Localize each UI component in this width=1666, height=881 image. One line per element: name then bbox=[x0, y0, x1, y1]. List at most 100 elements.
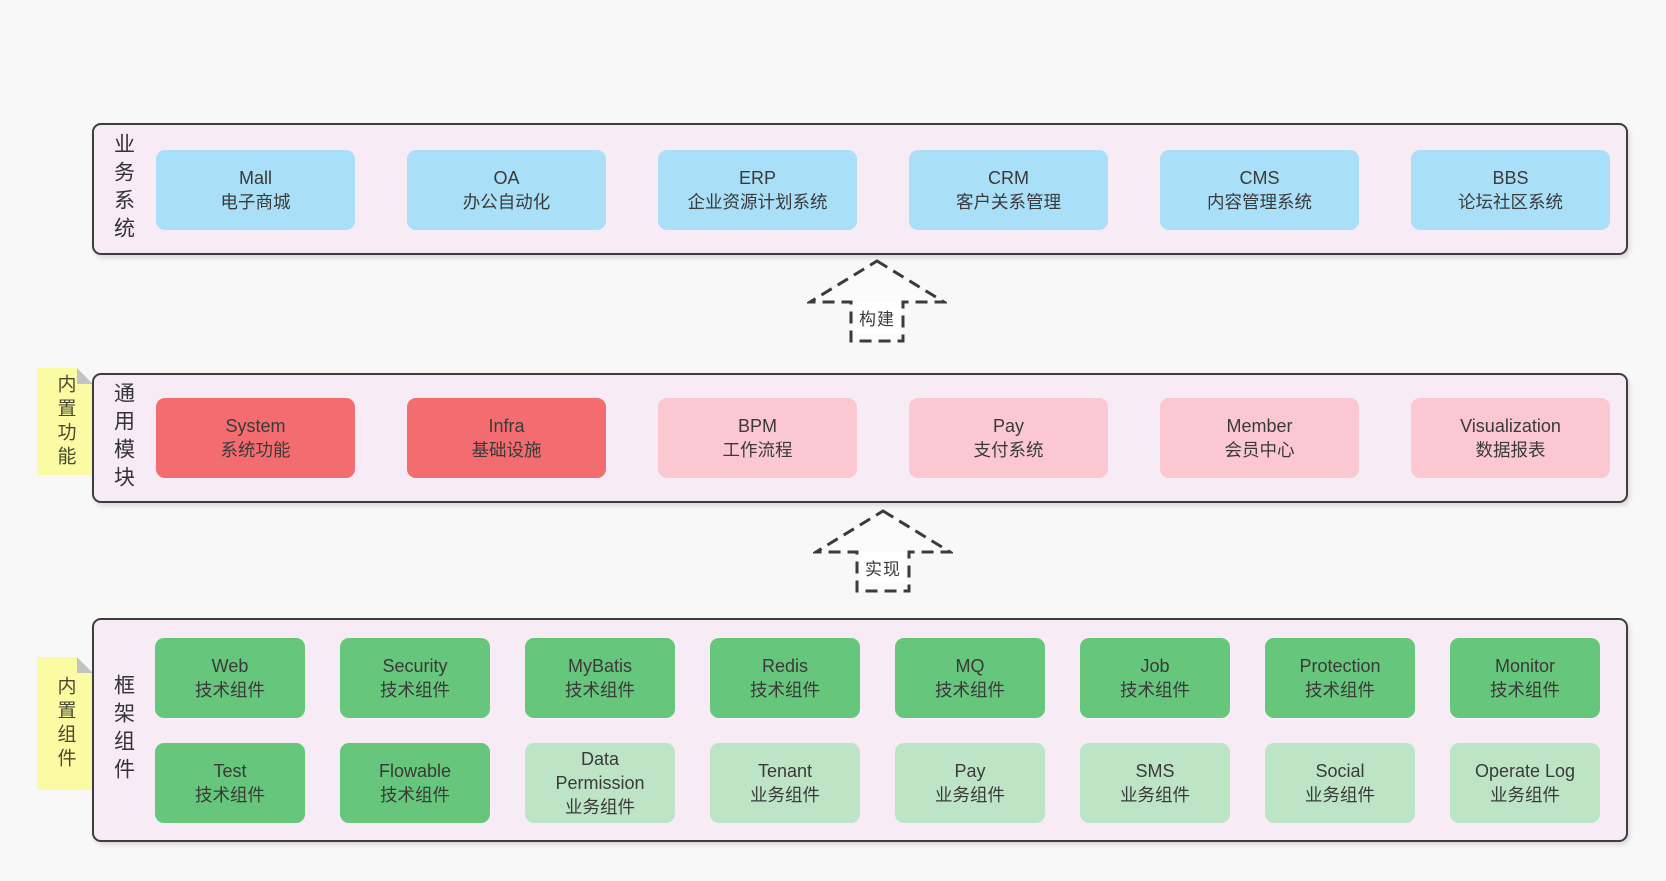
box-subtitle: 数据报表 bbox=[1475, 440, 1546, 460]
box-subtitle: 技术组件 bbox=[380, 785, 450, 805]
box-social: Social 业务组件 bbox=[1265, 743, 1415, 823]
folded-corner-icon bbox=[77, 657, 93, 673]
box-title: CRM bbox=[988, 168, 1029, 188]
sticky-tag-built-in-components: 内置组件 bbox=[37, 657, 93, 790]
box-sms: SMS 业务组件 bbox=[1080, 743, 1230, 823]
box-infra: Infra 基础设施 bbox=[407, 398, 606, 478]
box-protection: Protection 技术组件 bbox=[1265, 638, 1415, 718]
box-redis: Redis 技术组件 bbox=[710, 638, 860, 718]
box-title: Mall bbox=[238, 168, 272, 188]
box-job: Job 技术组件 bbox=[1080, 638, 1230, 718]
panel-title: 框架组件 bbox=[111, 674, 135, 786]
build-arrow: 构建 bbox=[807, 258, 947, 344]
box-title: Pay bbox=[992, 416, 1025, 436]
box-web: Web 技术组件 bbox=[155, 638, 305, 718]
box-tenant: Tenant 业务组件 bbox=[710, 743, 860, 823]
box-title: MQ bbox=[955, 656, 985, 676]
up-arrow-icon bbox=[813, 509, 953, 593]
box-title: SMS bbox=[1135, 761, 1175, 781]
box-subtitle: 业务组件 bbox=[1490, 785, 1560, 805]
box-subtitle: 电子商城 bbox=[220, 192, 291, 212]
box-subtitle: 技术组件 bbox=[1120, 680, 1190, 700]
box-subtitle: 技术组件 bbox=[935, 680, 1005, 700]
box-subtitle: 会员中心 bbox=[1224, 440, 1295, 460]
box-erp: ERP 企业资源计划系统 bbox=[658, 150, 857, 230]
sticky-tag-label: 内置功能 bbox=[54, 373, 76, 470]
box-oa: OA 办公自动化 bbox=[407, 150, 606, 230]
box-mq: MQ 技术组件 bbox=[895, 638, 1045, 718]
box-title: Tenant bbox=[757, 761, 813, 781]
box-subtitle: 业务组件 bbox=[565, 797, 635, 817]
box-subtitle: 技术组件 bbox=[750, 680, 820, 700]
arrow-label: 构建 bbox=[854, 302, 900, 333]
folded-corner-icon bbox=[77, 368, 93, 384]
box-title: Web bbox=[211, 656, 249, 676]
box-subtitle: 技术组件 bbox=[195, 785, 265, 805]
box-title: Operate Log bbox=[1474, 761, 1576, 781]
box-subtitle: 办公自动化 bbox=[462, 192, 551, 212]
box-subtitle: 业务组件 bbox=[1120, 785, 1190, 805]
panel-framework-components: 框架组件 Web 技术组件 Security 技术组件 MyBatis 技术组件… bbox=[92, 618, 1628, 842]
box-subtitle: 业务组件 bbox=[1305, 785, 1375, 805]
box-title: BBS bbox=[1492, 168, 1529, 188]
box-title: Social bbox=[1315, 761, 1365, 781]
box-mybatis: MyBatis 技术组件 bbox=[525, 638, 675, 718]
box-title: Job bbox=[1140, 656, 1170, 676]
box-title: Pay bbox=[954, 761, 986, 781]
box-title: ERP bbox=[738, 168, 776, 188]
box-title: Monitor bbox=[1494, 656, 1556, 676]
box-title: Infra bbox=[488, 416, 525, 436]
box-bbs: BBS 论坛社区系统 bbox=[1411, 150, 1610, 230]
box-bpm: BPM 工作流程 bbox=[658, 398, 857, 478]
sticky-tag-built-in-functions: 内置功能 bbox=[37, 368, 93, 475]
box-title: Member bbox=[1226, 416, 1293, 436]
panel-title: 通用模块 bbox=[111, 382, 135, 494]
box-subtitle: 技术组件 bbox=[195, 680, 265, 700]
box-subtitle: 技术组件 bbox=[565, 680, 635, 700]
box-title: Redis bbox=[761, 656, 809, 676]
box-pay-component: Pay 业务组件 bbox=[895, 743, 1045, 823]
implement-arrow: 实现 bbox=[813, 508, 953, 594]
box-subtitle: 技术组件 bbox=[1305, 680, 1375, 700]
box-title: System bbox=[225, 416, 286, 436]
panel-business-systems: 业务系统 Mall 电子商城 OA 办公自动化 ERP 企业资源计划系统 CRM… bbox=[92, 123, 1628, 255]
box-subtitle: 业务组件 bbox=[750, 785, 820, 805]
box-subtitle: 系统功能 bbox=[220, 440, 291, 460]
box-title: Flowable bbox=[378, 761, 452, 781]
box-title: BPM bbox=[737, 416, 777, 436]
box-mall: Mall 电子商城 bbox=[156, 150, 355, 230]
box-cms: CMS 内容管理系统 bbox=[1160, 150, 1359, 230]
box-operate-log: Operate Log 业务组件 bbox=[1450, 743, 1600, 823]
box-title: Protection bbox=[1299, 656, 1381, 676]
box-title: Test bbox=[213, 761, 247, 781]
box-subtitle: 工作流程 bbox=[722, 440, 793, 460]
box-subtitle: 论坛社区系统 bbox=[1458, 192, 1563, 212]
box-subtitle: 内容管理系统 bbox=[1207, 192, 1312, 212]
box-subtitle: 支付系统 bbox=[973, 440, 1044, 460]
sticky-tag-label: 内置组件 bbox=[54, 675, 76, 772]
box-crm: CRM 客户关系管理 bbox=[909, 150, 1108, 230]
box-subtitle: 业务组件 bbox=[935, 785, 1005, 805]
box-subtitle: 基础设施 bbox=[471, 440, 542, 460]
box-title: Data Permission bbox=[555, 749, 645, 793]
box-subtitle: 企业资源计划系统 bbox=[687, 192, 828, 212]
box-title: OA bbox=[493, 168, 520, 188]
box-visualization: Visualization 数据报表 bbox=[1411, 398, 1610, 478]
box-title: Visualization bbox=[1460, 416, 1561, 436]
box-subtitle: 客户关系管理 bbox=[956, 192, 1061, 212]
box-title: MyBatis bbox=[567, 656, 632, 676]
box-subtitle: 技术组件 bbox=[1490, 680, 1560, 700]
up-arrow-icon bbox=[807, 259, 947, 343]
box-test: Test 技术组件 bbox=[155, 743, 305, 823]
panel-common-modules: 通用模块 System 系统功能 Infra 基础设施 BPM 工作流程 Pay… bbox=[92, 373, 1628, 503]
arrow-label: 实现 bbox=[860, 552, 906, 583]
box-monitor: Monitor 技术组件 bbox=[1450, 638, 1600, 718]
box-title: Security bbox=[382, 656, 448, 676]
box-security: Security 技术组件 bbox=[340, 638, 490, 718]
box-data-permission: Data Permission 业务组件 bbox=[525, 743, 675, 823]
box-title: CMS bbox=[1239, 168, 1280, 188]
box-flowable: Flowable 技术组件 bbox=[340, 743, 490, 823]
box-pay: Pay 支付系统 bbox=[909, 398, 1108, 478]
box-system: System 系统功能 bbox=[156, 398, 355, 478]
